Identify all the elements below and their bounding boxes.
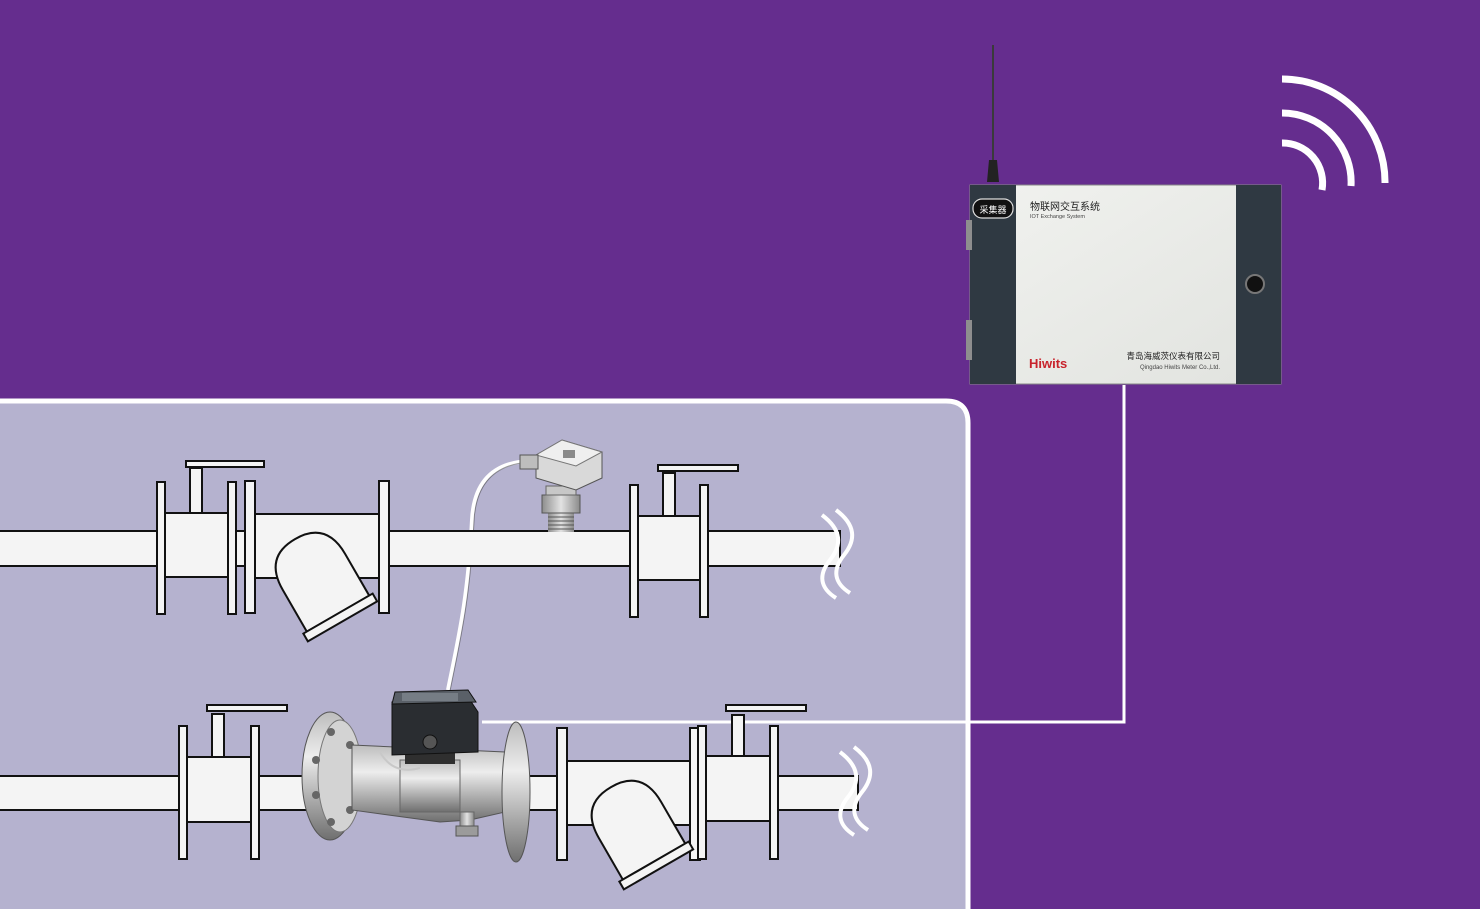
pipe-break-mark [838,745,873,837]
company-cn: 青岛海威茨仪表有限公司 [1126,351,1220,361]
gate-valve [697,704,807,860]
company-en: Qingdao Hiwits Meter Co.,Ltd. [1140,365,1220,371]
pipeline-panel [0,398,971,909]
bottom-pipeline [0,704,859,891]
gate-valve [178,704,288,860]
pipe-break-mark [820,508,855,600]
flow-meter [301,689,531,863]
device-badge: 采集器 [979,204,1006,215]
sensor-cable [446,459,529,691]
brand-logo: Hiwits [1029,356,1067,371]
lock-icon [1245,274,1265,294]
pressure-transmitter [519,439,604,532]
iot-collector: 采集器 物联网交互系统 IOT Exchange System Hiwits 青… [966,45,1282,385]
gate-valve [629,464,739,618]
y-strainer [244,480,390,643]
pipe [0,530,841,567]
gate-valve [156,460,265,615]
wifi-signal-icon [1281,75,1389,191]
device-title-en: IOT Exchange System [1030,214,1085,220]
y-strainer [556,727,701,891]
data-cable [482,385,1126,724]
device-title-cn: 物联网交互系统 [1030,200,1100,213]
top-pipeline [0,460,841,643]
